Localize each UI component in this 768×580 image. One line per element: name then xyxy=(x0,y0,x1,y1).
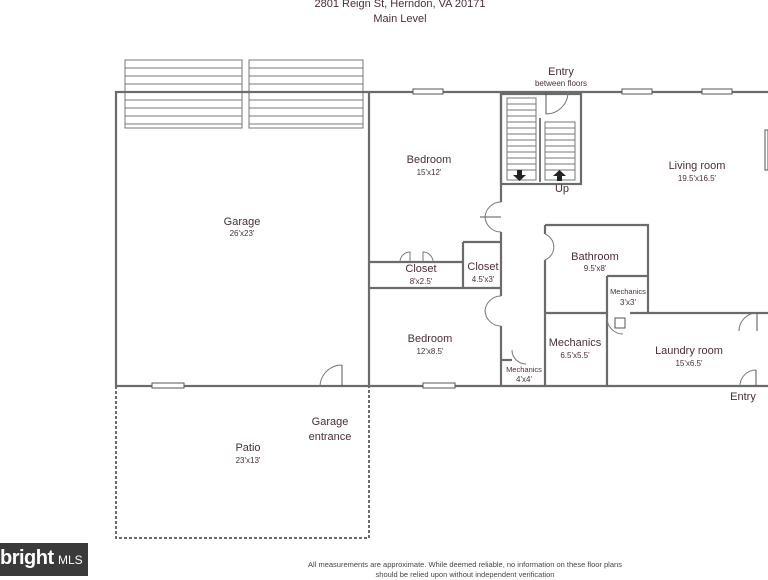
garage-outline xyxy=(114,90,371,388)
closet2-label: Closet xyxy=(467,261,498,273)
mls-text: MLS xyxy=(58,553,83,567)
between-floors-label: between floors xyxy=(535,79,587,88)
address-text: 2801 Reign St, Herndon, VA 20171 xyxy=(314,0,485,10)
up-label: Up xyxy=(555,183,569,195)
living-dim: 19.5'x16.5' xyxy=(678,174,717,183)
brightmls-logo: bright MLS xyxy=(0,543,88,576)
mech-tiny-dim: 4'x4' xyxy=(516,375,532,384)
window xyxy=(621,88,653,95)
garage-entrance-label-1: Garage xyxy=(312,416,349,428)
garage-door-left xyxy=(124,59,243,129)
closet2-dim: 4.5'x3' xyxy=(472,275,495,284)
door-mech-mid xyxy=(606,317,624,335)
arrow-down-icon xyxy=(513,170,526,181)
stairs-outline xyxy=(499,92,583,186)
door-laundry xyxy=(738,312,758,332)
disclaimer: All measurements are approximate. While … xyxy=(300,560,630,580)
bedroom2-label: Bedroom xyxy=(408,333,453,345)
disclaimer-line-1: All measurements are approximate. While … xyxy=(308,560,622,569)
disclaimer-line-2: should be relied upon without independen… xyxy=(375,570,555,579)
window xyxy=(151,382,185,389)
laundry-label: Laundry room xyxy=(655,345,723,357)
window xyxy=(412,88,444,95)
window xyxy=(701,88,733,95)
entry-top-label: Entry xyxy=(548,66,574,78)
closet1-label: Closet xyxy=(405,263,436,275)
bathroom-dim: 9.5'x8' xyxy=(584,264,607,273)
door-bedroom1 xyxy=(480,201,502,233)
stairs xyxy=(506,97,576,182)
mech-mid-dim: 6.5'x5.5' xyxy=(560,351,590,360)
brand-text: bright xyxy=(0,547,54,569)
garage-dim: 26'x23' xyxy=(230,229,255,238)
closet1-dim: 8'x2.5' xyxy=(410,277,433,286)
door-garage-entrance xyxy=(319,364,343,388)
bedroom1-dim: 15'x12' xyxy=(417,168,442,177)
patio-dim: 23'x13' xyxy=(236,456,261,465)
mech-small-label: Mechanics xyxy=(610,287,646,296)
mech-mid-label: Mechanics xyxy=(549,337,602,349)
door-mech-tiny xyxy=(511,349,527,365)
garage-door-right xyxy=(248,59,364,129)
living-label: Living room xyxy=(669,160,726,172)
door-mech-small xyxy=(614,317,626,329)
door-bathroom xyxy=(544,233,555,261)
patio-label: Patio xyxy=(235,442,260,454)
bedroom2-dim: 12'x8.5' xyxy=(416,347,444,356)
window xyxy=(422,382,456,389)
entry-door-top xyxy=(545,91,569,115)
bathroom-walls xyxy=(545,223,650,313)
garage-label: Garage xyxy=(224,216,261,228)
garage-entrance-label-2: entrance xyxy=(309,431,352,443)
mech-tiny-label: Mechanics xyxy=(506,365,542,374)
bedroom1-label: Bedroom xyxy=(407,154,452,166)
bathroom-label: Bathroom xyxy=(571,251,619,263)
door-closet1 xyxy=(399,251,434,263)
door-entry-right xyxy=(739,369,757,387)
patio-outline xyxy=(115,386,370,539)
arrow-up-icon xyxy=(553,170,566,181)
entry-right-label: Entry xyxy=(730,391,756,403)
door-bedroom2 xyxy=(484,295,502,327)
mech-small-dim: 3'x3' xyxy=(620,298,636,307)
level-text: Main Level xyxy=(373,13,426,25)
laundry-dim: 15'x6.5' xyxy=(675,359,703,368)
window xyxy=(764,129,768,171)
